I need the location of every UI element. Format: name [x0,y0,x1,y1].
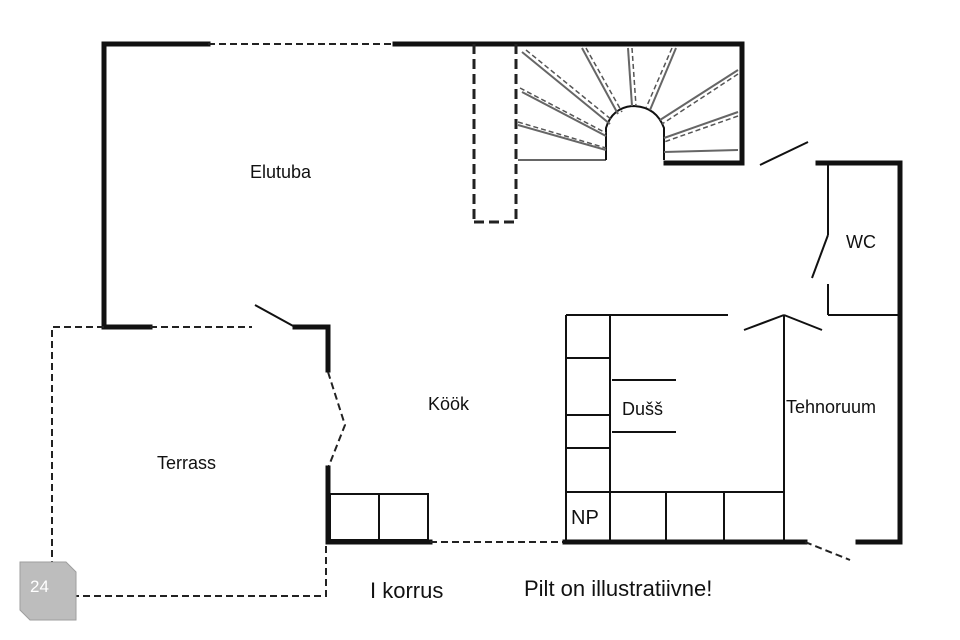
disclaimer-caption: Pilt on illustratiivne! [524,576,712,601]
kitchen-counter [329,493,429,541]
bath-tech-walls [609,314,823,542]
outer-walls [101,41,903,561]
room-label-np: NP [571,507,599,529]
badge-number: 24 [30,577,49,596]
staircase [517,47,739,161]
wc-walls [811,163,900,316]
room-label-duss: Dušš [622,399,663,419]
tag-icon: 24 [19,561,77,621]
room-label-kook: Köök [428,394,470,414]
room-label-tehnoruum: Tehnoruum [786,397,876,417]
floor-caption: I korrus [370,578,443,603]
fireplace-column [472,44,518,224]
room-label-wc: WC [846,232,876,252]
room-label-elutuba: Elutuba [250,162,312,182]
storage-cabinets [565,314,610,542]
room-label-terrass: Terrass [157,453,216,473]
